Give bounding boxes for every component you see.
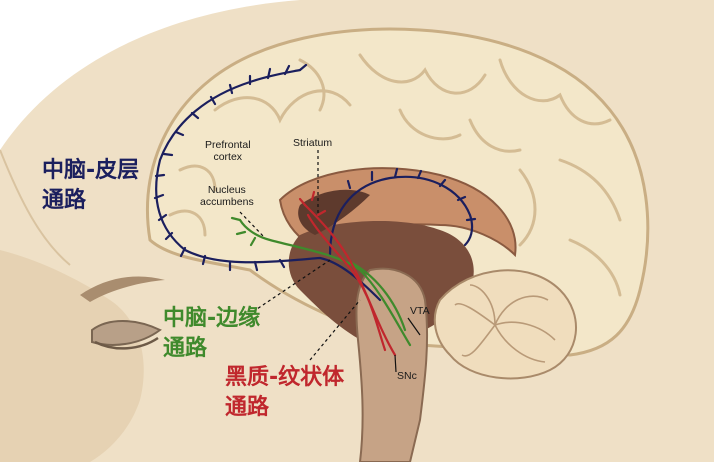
nigrostriatal-pathway [298, 190, 397, 357]
prefrontal-line2: cortex [213, 151, 243, 163]
mesocortical-pathway [153, 63, 477, 302]
face-shading [0, 250, 144, 462]
mesocortical-line1: 中脑-皮层 [42, 158, 140, 183]
mesocortical-pathway-label: 中脑-皮层 通路 [42, 156, 139, 216]
mesocortical-line2: 通路 [42, 188, 87, 213]
nucleus-line2: accumbens [200, 196, 254, 208]
eyebrow [80, 276, 165, 302]
striatum-body [298, 189, 370, 235]
mesolimbic-line2: 通路 [163, 336, 208, 361]
eye-lid [94, 336, 159, 350]
mesolimbic-pathway [230, 216, 412, 347]
snc-label: SNc [397, 370, 417, 382]
nigrostriatal-line1: 黑质-纹状体 [225, 365, 345, 390]
nucleus-accumbens-label: Nucleus accumbens [200, 184, 254, 208]
leader-lines [239, 150, 421, 373]
mesolimbic-line1: 中脑-边缘 [163, 306, 261, 331]
cerebellum [433, 269, 577, 380]
cerebellum-folia [454, 284, 556, 363]
prefrontal-cortex-label: Prefrontal cortex [205, 139, 251, 163]
prefrontal-line1: Prefrontal [205, 139, 251, 151]
nigrostriatal-pathway-label: 黑质-纹状体 通路 [225, 363, 344, 423]
nigrostriatal-line2: 通路 [225, 395, 270, 420]
eye [91, 320, 162, 346]
striatum-label: Striatum [293, 137, 333, 149]
nucleus-line1: Nucleus [207, 184, 246, 196]
gyri [168, 53, 622, 297]
forehead-edge [0, 149, 71, 266]
mesolimbic-pathway-label: 中脑-边缘 通路 [163, 304, 260, 364]
vta-label: VTA [410, 305, 430, 317]
